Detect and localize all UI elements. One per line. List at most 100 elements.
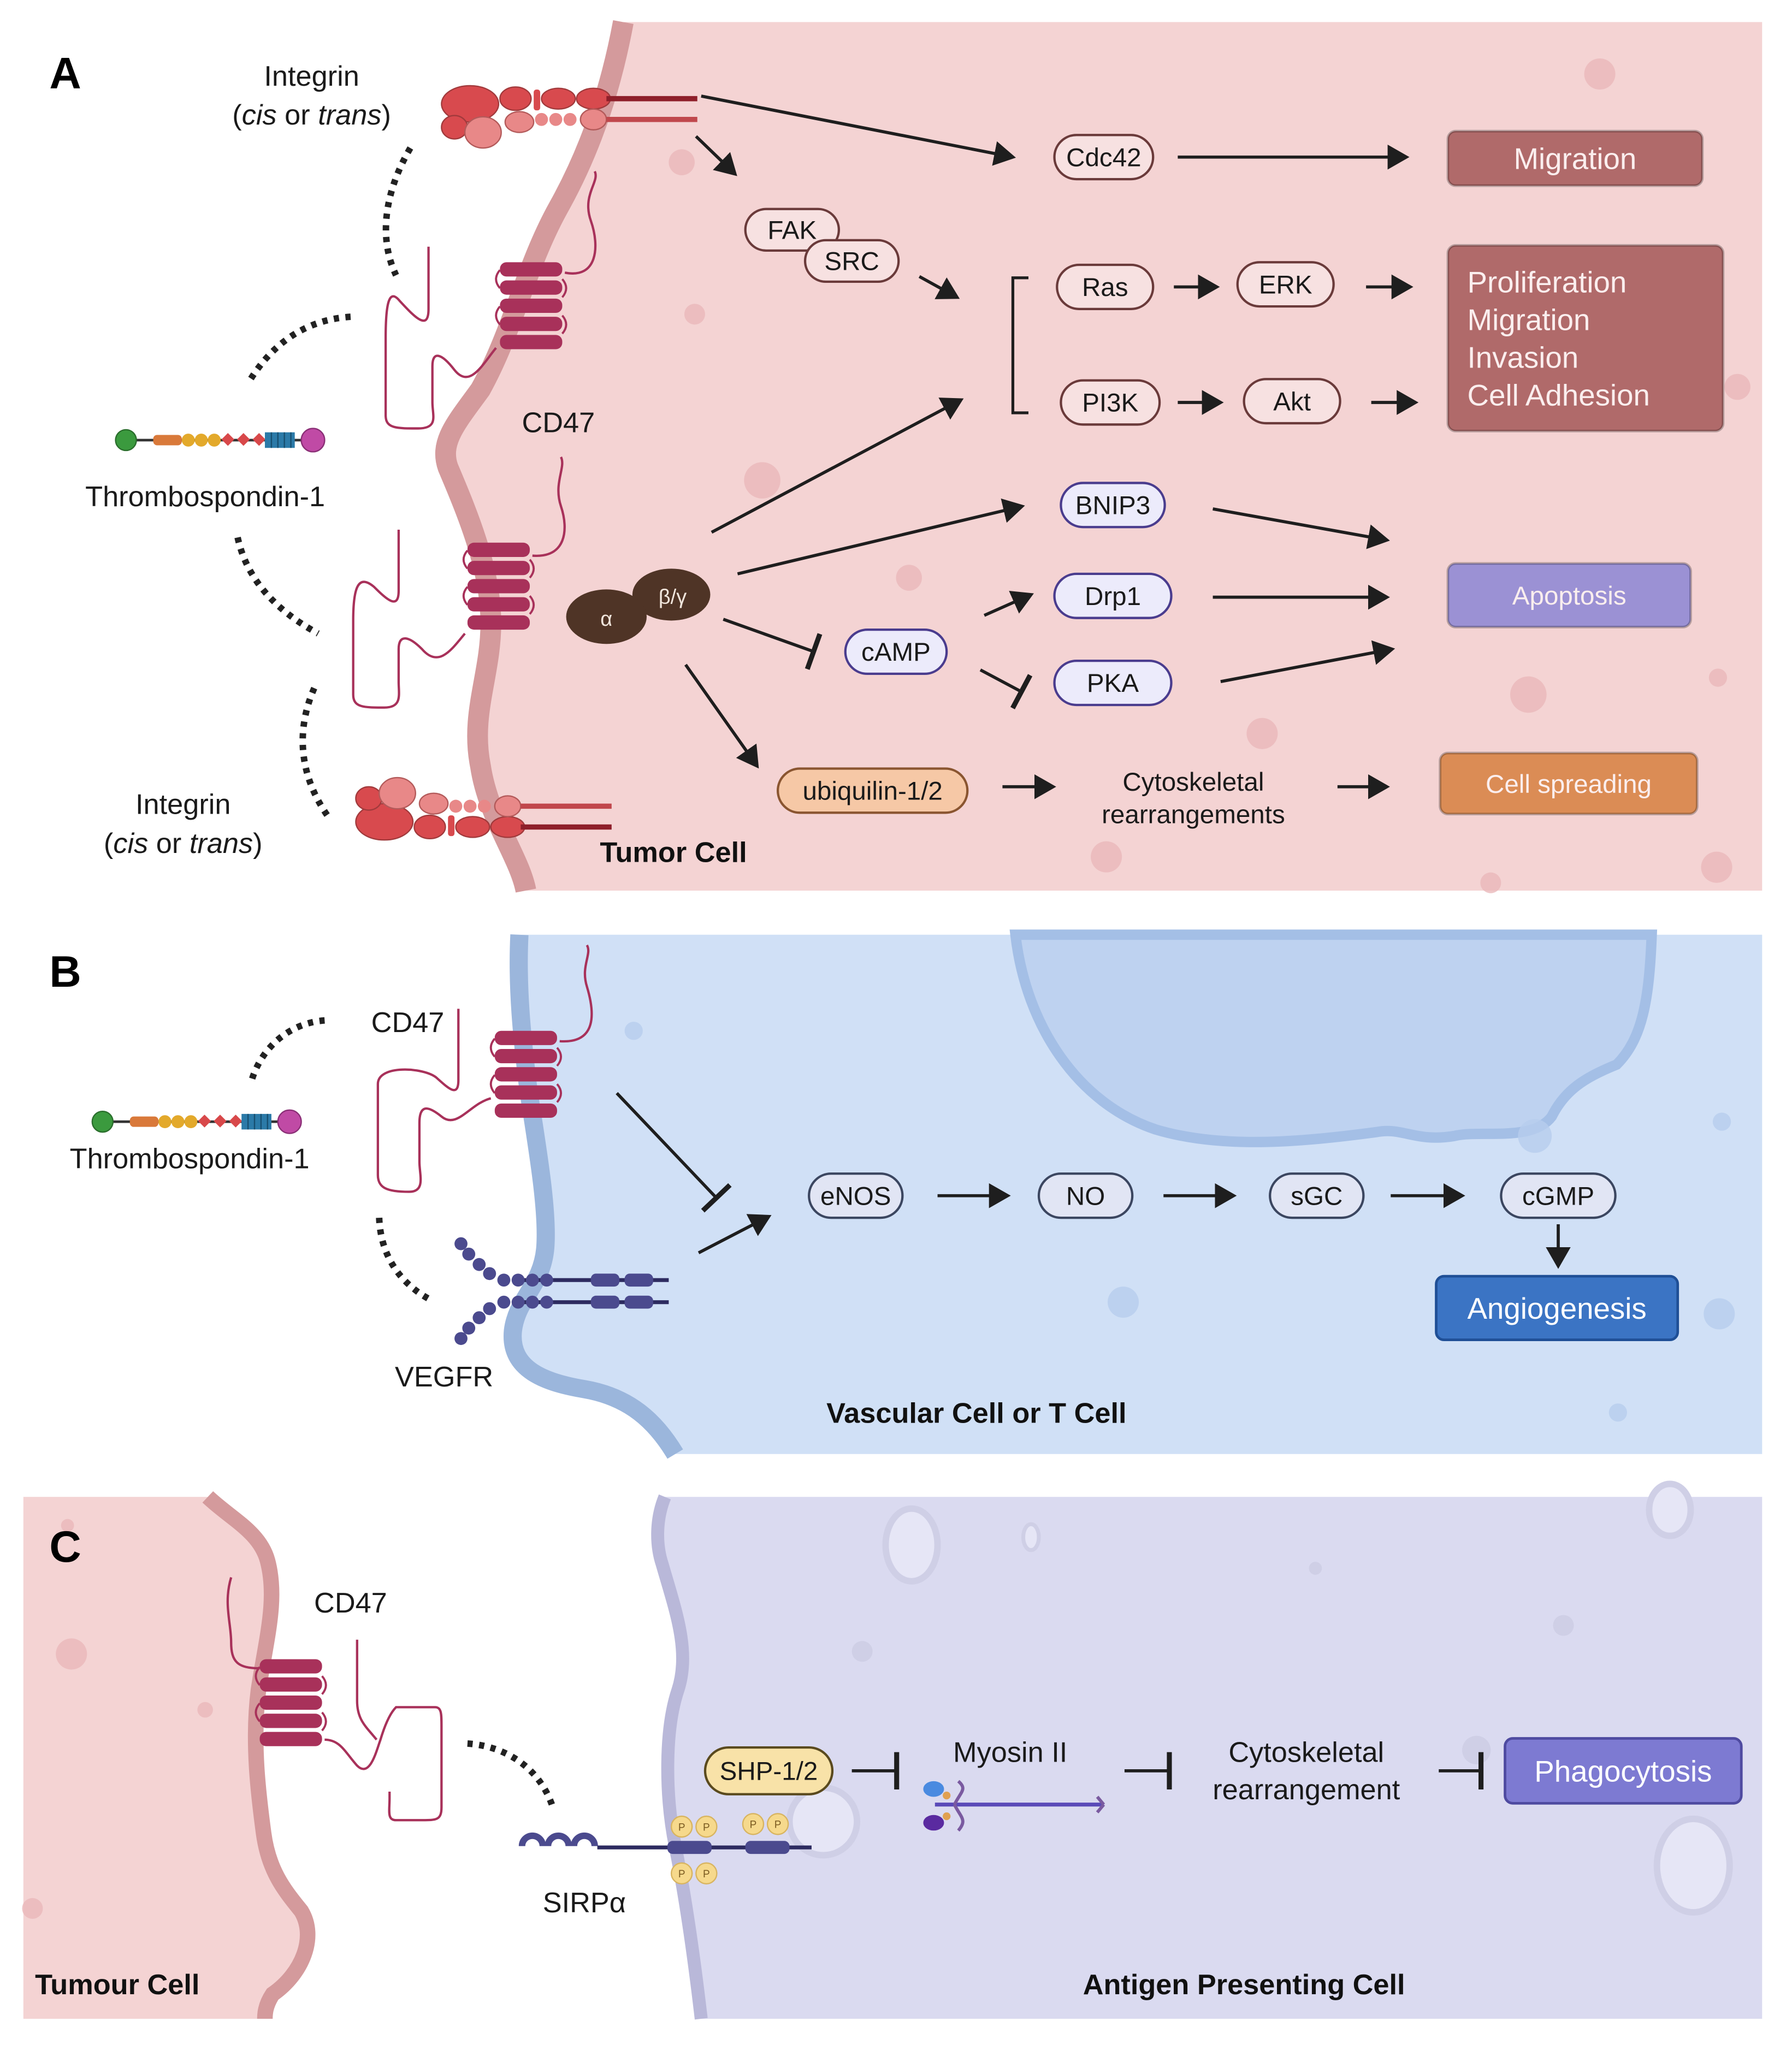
node-pi3k-label: PI3K <box>1082 389 1138 418</box>
sirpa-receptor <box>518 1832 812 1854</box>
node-sgc-label: sGC <box>1291 1182 1342 1211</box>
node-cdc42: Cdc42 <box>1053 134 1155 181</box>
arrow-camp-drp1 <box>983 590 1034 617</box>
arrow-bnip3-apoptosis <box>1213 507 1390 549</box>
binding-arc-cd47-b <box>247 1017 325 1085</box>
node-fak-shape <box>744 208 841 252</box>
tumour-vesicles-c <box>22 1519 213 1919</box>
sirpa-label: SIRPα <box>543 1887 626 1919</box>
outcome-cell-spreading: Cell spreading <box>1439 751 1699 816</box>
node-bnip3-shape <box>1060 482 1166 529</box>
binding-arc-integrin-bottom <box>299 686 330 817</box>
outcome-angiogenesis-label: Angiogenesis <box>1467 1291 1646 1325</box>
pathway-nodes-b: eNOS NO sGC cGMP Angiogenesis <box>808 1172 1679 1341</box>
cd47-label-b: CD47 <box>371 1007 445 1039</box>
node-camp-shape <box>844 628 948 675</box>
tumour-cell-body-c <box>23 1497 310 2019</box>
pathway-bracket <box>1011 276 1028 414</box>
panel-letter-b: B <box>49 947 81 997</box>
arrow-integrin-cdc42 <box>701 94 1016 166</box>
integrin-bottom-label: Integrin <box>135 789 230 821</box>
phospho-group: P <box>670 1862 693 1884</box>
arrow-cd47-pathway <box>711 398 964 534</box>
phospho-label: P <box>678 1822 685 1833</box>
node-no-shape <box>1037 1172 1134 1219</box>
node-ras: Ras <box>1056 263 1155 310</box>
node-pka-label: PKA <box>1087 669 1139 698</box>
integrin-top-sublabel: (cis or trans) <box>232 99 391 131</box>
node-cgmp-shape <box>1500 1172 1617 1219</box>
outcome-apoptosis: Apoptosis <box>1446 562 1692 629</box>
node-drp1-shape <box>1053 572 1173 619</box>
g-betagamma-label: β/γ <box>659 586 687 609</box>
node-pka: PKA <box>1053 660 1173 707</box>
phospho-group: P <box>766 1813 789 1835</box>
node-no: NO <box>1037 1172 1134 1219</box>
cd47-label-a: CD47 <box>522 407 595 439</box>
binding-arc-sirpa <box>467 1740 555 1806</box>
outcome-proliferation-label: Migration <box>1468 303 1590 337</box>
thrombospondin-1-icon-b <box>92 1110 301 1134</box>
arrow-gprotein-camp <box>723 618 823 670</box>
thrombospondin-1-label: Thrombospondin-1 <box>85 481 325 513</box>
cytoskeletal-rearrangement-c-line2: rearrangement <box>1213 1774 1400 1806</box>
thrombospondin-1-icon <box>116 429 325 452</box>
cytoskeletal-rearrangements-line1: Cytoskeletal <box>1122 768 1264 797</box>
arrow-gprotein-ubiquilin <box>684 663 759 769</box>
integrin-top-label: Integrin <box>264 61 359 92</box>
outcome-proliferation-label: Proliferation <box>1468 265 1627 299</box>
node-src-label: SRC <box>824 247 879 276</box>
outcome-proliferation-shape <box>1446 244 1725 432</box>
apc-label: Antigen Presenting Cell <box>1083 1969 1405 2001</box>
arrow-src-ras-pi3k <box>918 275 960 299</box>
node-cgmp: cGMP <box>1500 1172 1617 1219</box>
node-enos-label: eNOS <box>820 1182 891 1211</box>
node-ras-label: Ras <box>1082 273 1128 302</box>
node-akt-shape <box>1243 378 1341 425</box>
g-protein: α β/γ <box>566 568 711 644</box>
node-erk-label: ERK <box>1259 270 1312 299</box>
node-no-label: NO <box>1066 1182 1105 1211</box>
node-drp1: Drp1 <box>1053 572 1173 619</box>
node-fak-label: FAK <box>767 216 817 245</box>
phospho-label: P <box>703 1869 710 1880</box>
cytoskeletal-rearrangement-c-line1: Cytoskeletal <box>1228 1736 1384 1768</box>
node-cgmp-label: cGMP <box>1522 1182 1594 1211</box>
node-sgc: sGC <box>1269 1172 1365 1219</box>
arrow-cd47-enos-inhibit <box>616 1092 732 1213</box>
phospho-label: P <box>750 1819 757 1831</box>
tumor-cell-membrane <box>435 20 634 893</box>
arrow-gprotein-bnip3 <box>737 498 1025 576</box>
node-src-shape <box>803 239 900 283</box>
node-akt-label: Akt <box>1273 387 1311 416</box>
pathway-arrows-b <box>616 1092 1571 1269</box>
node-cdc42-label: Cdc42 <box>1066 143 1141 172</box>
cd47-receptor-top <box>384 170 597 430</box>
pathway-arrows-a <box>684 94 1419 799</box>
apc-body <box>657 1497 1763 2019</box>
arrow-integrin-fak <box>695 135 737 176</box>
node-shp-shape <box>703 1746 834 1795</box>
outcome-cell-spreading-label: Cell spreading <box>1486 770 1652 799</box>
arrow-pka-apoptosis <box>1220 640 1395 683</box>
node-drp1-label: Drp1 <box>1085 582 1141 611</box>
node-camp-label: cAMP <box>861 638 931 667</box>
outcome-proliferation-label: Cell Adhesion <box>1468 378 1650 412</box>
integrin-bottom-sublabel: (cis or trans) <box>104 828 263 860</box>
node-ubiquilin: ubiquilin-1/2 <box>776 767 969 814</box>
tumour-cell-label-c: Tumour Cell <box>35 1969 199 2001</box>
myosin-ii-icon <box>923 1780 1105 1832</box>
outcome-angiogenesis: Angiogenesis <box>1435 1275 1679 1341</box>
cd47-receptor-b <box>376 944 593 1193</box>
node-pi3k: PI3K <box>1060 379 1161 426</box>
node-shp-label: SHP-1/2 <box>720 1757 818 1786</box>
outcome-apoptosis-shape <box>1446 562 1692 629</box>
apc-vesicles <box>786 1480 1733 1916</box>
vegfr-label: VEGFR <box>395 1361 493 1393</box>
myosin-ii-label: Myosin II <box>953 1736 1067 1768</box>
